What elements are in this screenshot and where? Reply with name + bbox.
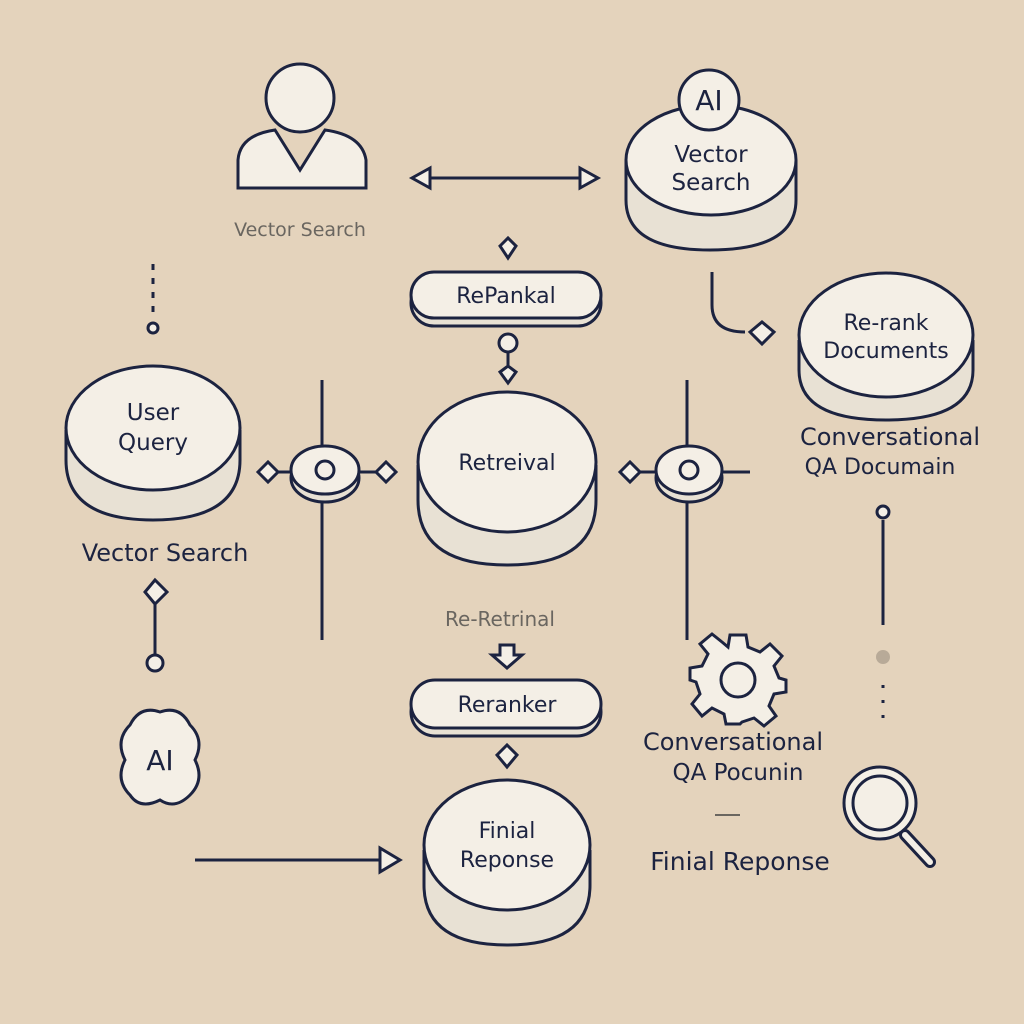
dotted-connector-right [875, 504, 891, 730]
user-query-node[interactable]: User Query [64, 364, 242, 522]
node-label: Search [671, 170, 750, 196]
right-arrow-icon [195, 845, 403, 875]
conversational-label: QA Documain [805, 455, 956, 480]
rerank-documents-node[interactable]: Re-rank Documents [797, 271, 975, 422]
ai-gear-label: AI [146, 744, 173, 777]
vector-search-node[interactable]: AI Vector Search [624, 68, 798, 252]
node-label: Reponse [460, 848, 554, 873]
right-connector [617, 380, 750, 640]
diamond-node [497, 364, 519, 386]
diamond-node [747, 320, 777, 347]
connector-dot [145, 653, 165, 673]
retrieval-node[interactable]: Retreival [416, 390, 598, 567]
gear-icon [688, 632, 788, 728]
reranker-pill[interactable]: Reranker [409, 678, 603, 738]
magnifier-icon [842, 765, 936, 868]
ai-badge: AI [695, 84, 722, 117]
double-arrow-icon [408, 165, 602, 191]
left-connector [255, 380, 399, 640]
pill-label: RePankal [456, 284, 555, 309]
pill-label: Reranker [458, 693, 558, 718]
vector-search-caption: Vector Search [82, 539, 249, 567]
node-label: Vector [674, 142, 748, 168]
diamond-node [494, 742, 520, 770]
node-label: Documents [823, 339, 948, 364]
conversational-label: QA Pocunin [672, 760, 803, 786]
diamond-node [498, 235, 518, 261]
conversational-label: Conversational [800, 423, 980, 451]
dotted-connector [146, 264, 160, 335]
user-caption: Vector Search [234, 219, 366, 241]
conversational-label: Conversational [643, 728, 823, 756]
ai-gear-icon: AI [119, 708, 201, 806]
final-response-caption: Finial Reponse [650, 847, 830, 876]
reranking-pill[interactable]: RePankal [409, 270, 603, 328]
node-label: Retreival [458, 451, 555, 476]
node-label: User [127, 400, 180, 426]
node-label: Query [118, 430, 188, 456]
connector-dot [497, 332, 519, 354]
final-response-node[interactable]: Finial Reponse [422, 778, 592, 947]
re-retrieval-label: Re-Retrinal [445, 607, 555, 631]
node-label: Re-rank [844, 311, 929, 336]
connector-line [710, 272, 746, 334]
node-label: Finial [479, 819, 536, 844]
diamond-node [143, 577, 170, 607]
down-arrow-icon [487, 643, 527, 670]
user-icon [236, 62, 368, 190]
